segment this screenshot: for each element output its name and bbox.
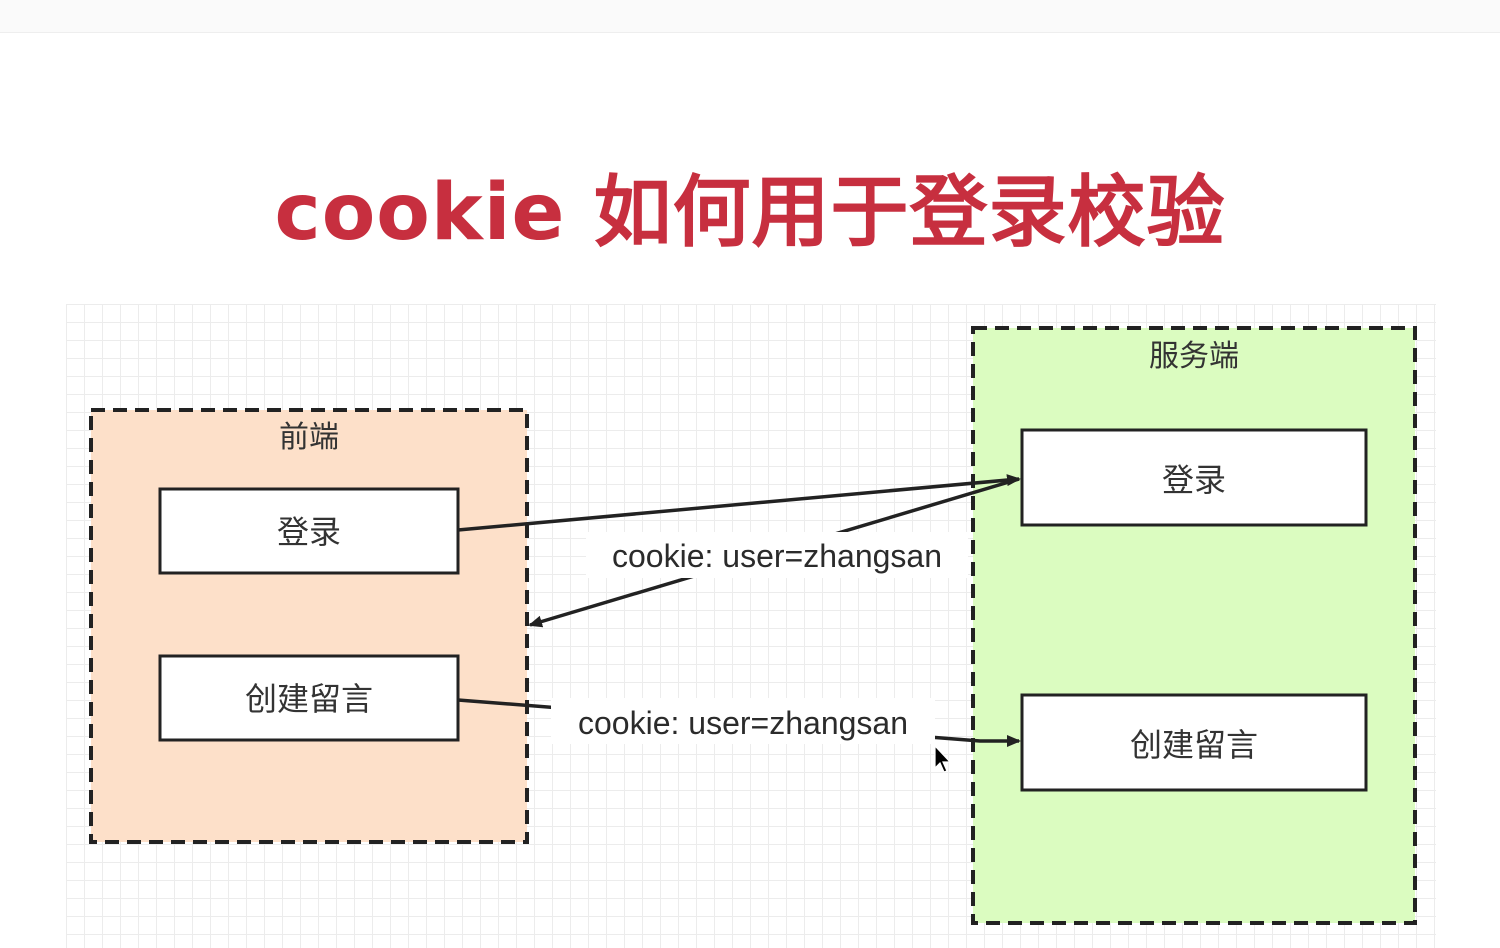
- frontend-login-label: 登录: [277, 513, 341, 551]
- login-response-label: cookie: user=zhangsan: [612, 538, 942, 574]
- server-create-message-box[interactable]: 创建留言: [1020, 693, 1368, 792]
- page-title: cookie 如何用于登录校验: [274, 168, 1226, 258]
- server-login-label: 登录: [1162, 461, 1226, 499]
- login-response-arrow[interactable]: cookie: user=zhangsan: [528, 477, 1020, 628]
- create-message-request-arrow[interactable]: cookie: user=zhangsan: [457, 698, 1021, 747]
- frontend-label: 前端: [279, 420, 339, 455]
- mouse-pointer-icon: [934, 744, 952, 773]
- server-login-box[interactable]: 登录: [1020, 428, 1368, 527]
- login-request-arrow[interactable]: [457, 474, 1021, 532]
- frontend-create-message-box[interactable]: 创建留言: [158, 654, 460, 742]
- server-create-message-label: 创建留言: [1130, 726, 1258, 764]
- create-request-label-bg: [551, 698, 935, 744]
- server-container: 服务端: [971, 326, 1417, 925]
- top-bar: [0, 0, 1500, 33]
- frontend-login-box[interactable]: 登录: [158, 487, 460, 575]
- server-label: 服务端: [1149, 339, 1239, 374]
- create-request-label: cookie: user=zhangsan: [578, 705, 908, 741]
- frontend-create-message-label: 创建留言: [245, 680, 373, 718]
- frontend-container: 前端: [89, 408, 529, 844]
- login-response-label-bg: [586, 532, 968, 578]
